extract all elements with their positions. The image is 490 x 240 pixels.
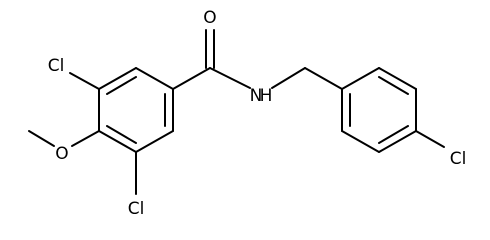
bond (98, 130, 137, 153)
atom-cl-right: Cl (450, 149, 467, 169)
atom-o-methoxy: O (55, 144, 68, 164)
bond-o-ch3 (28, 130, 55, 147)
bond-c-n (209, 67, 251, 89)
bond (135, 130, 174, 153)
bond (378, 130, 417, 153)
atom-cl-bottom: Cl (128, 199, 145, 219)
atom-cl-top: Cl (48, 56, 65, 76)
bond (341, 130, 380, 153)
bond-ch2-ring (304, 67, 343, 90)
atom-h-amide: H (260, 86, 273, 106)
structure-diagram: Cl O N H O Cl Cl (28, 8, 467, 219)
bond-ring-carbonyl (172, 67, 211, 90)
left-benzene-ring (98, 67, 174, 153)
double-bond-inner (106, 76, 137, 95)
bond (98, 67, 137, 90)
bond-c-o-methoxy (71, 130, 100, 147)
double-bond-inner (378, 76, 409, 95)
bond-c-cl-right (415, 130, 445, 148)
double-bond-inner (378, 125, 409, 144)
bond-c-cl-top (69, 72, 100, 90)
bond (341, 67, 380, 90)
bond (378, 67, 417, 90)
atom-o-carbonyl: O (203, 8, 216, 28)
bond (135, 67, 174, 90)
atom-n-amide: N (250, 86, 263, 106)
right-benzene-ring (341, 67, 417, 153)
double-bond-inner (106, 125, 137, 144)
bond-n-ch2 (271, 67, 306, 89)
